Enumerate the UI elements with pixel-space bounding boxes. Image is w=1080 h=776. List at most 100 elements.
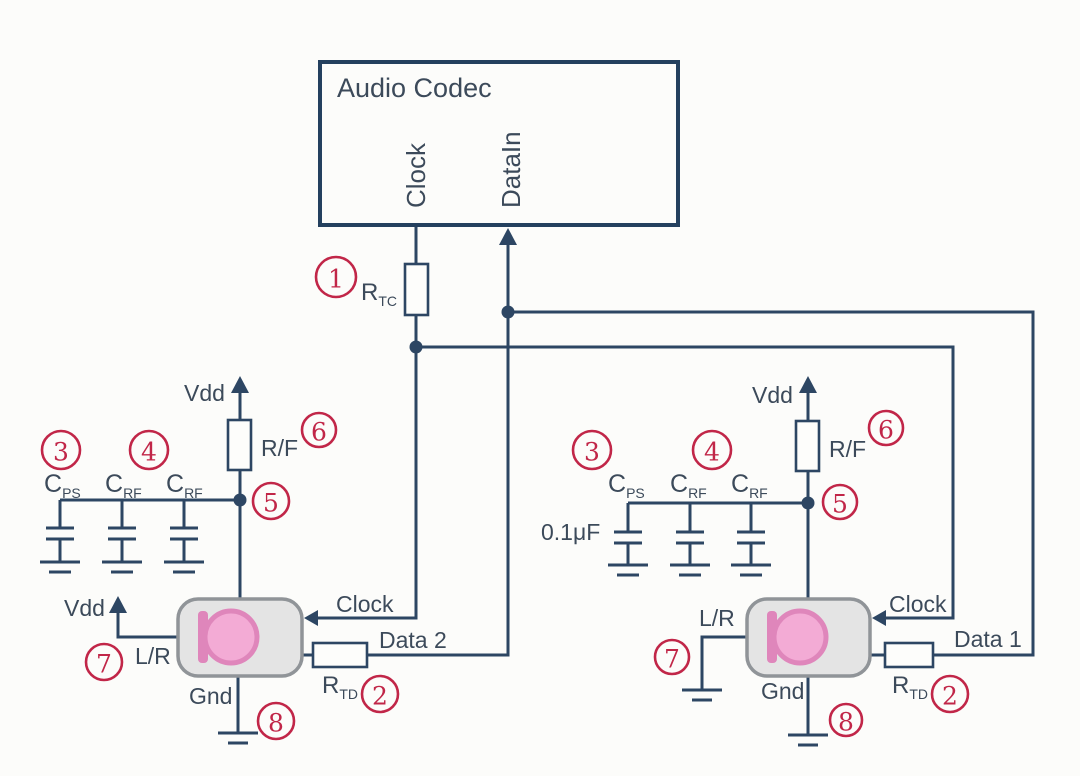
left-crf2-label-main: C [166,470,184,498]
right-rtd-resistor [883,641,935,669]
right-bias-junction-dot [801,496,815,510]
callout-3-right-number: 3 [584,438,600,467]
left-mic-diaphragm [202,608,260,666]
clock-junction-dot [409,340,423,354]
wires [60,225,1035,735]
callout-6-right-number: 6 [878,416,894,445]
right-cap-crf1 [670,503,710,577]
left-crf1-label-sub: RF [123,485,142,501]
left-clock-arrow [304,610,318,626]
right-gnd-label: Gnd [761,678,804,704]
right-rtd-label: RTD [892,672,928,702]
callout-2-right-circle [930,674,970,714]
left-rtd-label-sub: TD [339,686,358,702]
callout-4-right: 4 [691,429,733,471]
part-labels: RTC RTD RTD CPS CRF CRF CPS CRF CRF [44,279,928,702]
callout-2-right: 2 [930,674,970,714]
left-cap-cps [40,500,80,574]
left-lr-vdd-arrow [109,596,127,613]
callout-4-right-number: 4 [704,438,720,467]
right-vdd-label: Vdd [752,382,793,408]
callout-6-right: 6 [867,409,905,447]
callout-3-left-number: 3 [53,438,69,467]
left-bias-junction-dot [233,493,247,507]
left-lr-vdd-label: Vdd [64,595,105,621]
callout-1-circle [314,255,358,299]
audio-codec-box [318,60,680,227]
left-microphone [176,597,304,678]
callout-2-left-number: 2 [372,682,388,711]
right-crf2-label: CRF [731,470,768,501]
right-cps-label: CPS [608,470,645,501]
right-lr-label: L/R [699,605,735,631]
right-vdd-arrow [799,376,817,393]
right-rf-resistor [794,419,821,473]
right-cap-crf2 [731,503,771,577]
callout-1-number: 1 [328,265,344,294]
callout-3-left: 3 [40,429,82,471]
left-cps-label-main: C [44,470,62,498]
callout-7-left-number: 7 [96,650,112,679]
right-lr-ground-symbol [682,688,722,702]
left-crf1-label-main: C [105,470,123,498]
data1-label: Data 1 [954,626,1022,652]
rtc-resistor [403,262,430,317]
clock-wire-main [312,225,418,620]
callout-5-left: 5 [251,481,291,521]
datain-up-arrow [499,228,517,245]
callout-3-right: 3 [571,429,613,471]
left-vdd-arrow [231,376,249,393]
callout-8-right-circle [828,702,864,738]
left-rf-resistor [226,418,253,472]
right-lr-wire [700,635,747,690]
right-rtd-label-main: R [892,672,909,699]
right-crf1-label-main: C [670,470,688,498]
callout-5-right-number: 5 [832,490,848,519]
callout-6-right-circle [867,409,905,447]
left-rf-label: R/F [261,435,298,461]
right-rtd-label-sub: TD [909,686,928,702]
audio-codec-block: Audio Codec Clock DataIn [318,60,680,227]
left-clock-label: Clock [336,591,394,617]
rtc-label-main: R [361,279,378,306]
callout-2-left-circle [360,674,400,714]
callout-7-right-circle [653,638,691,676]
right-cps-label-main: C [608,470,626,498]
callout-6-left-number: 6 [311,418,327,447]
right-crf1-label: CRF [670,470,707,501]
callout-7-left-circle [84,642,124,682]
callout-1: 1 [314,255,358,299]
left-mic-ground-symbol [218,731,258,745]
left-rtd-label-main: R [322,672,339,699]
callout-4-left-circle [128,429,170,471]
codec-clock-pin-label: Clock [401,142,431,208]
callout-5-left-circle [251,481,291,521]
data1-wire-branch [508,310,1035,657]
right-rf-label: R/F [829,436,866,462]
left-vdd-label: Vdd [184,380,225,406]
cap-value-label: 0.1μF [541,519,600,545]
callout-7-right: 7 [653,638,691,676]
left-cps-label-sub: PS [62,485,81,501]
callout-3-left-circle [40,429,82,471]
right-crf1-label-sub: RF [688,485,707,501]
left-crf2-label-sub: RF [184,485,203,501]
left-lr-wire [116,613,178,639]
callout-7-right-number: 7 [664,645,680,674]
callout-2-right-number: 2 [942,682,958,711]
callout-8-left: 8 [256,701,296,741]
left-capacitor-bank [40,500,204,574]
left-rtd-label: RTD [322,672,358,702]
data2-wire [302,244,510,657]
right-mic-diaphragm [771,608,829,666]
codec-datain-pin-label: DataIn [496,131,526,208]
callout-5-right-circle [821,483,859,521]
callout-7-left: 7 [84,642,124,682]
callouts: 1 2 2 3 3 4 4 5 5 6 6 7 7 8 8 [40,255,970,741]
left-gnd-label: Gnd [189,683,232,709]
callout-4-left: 4 [128,429,170,471]
data-junction-dot [501,305,515,319]
left-cap-crf2 [164,500,204,574]
